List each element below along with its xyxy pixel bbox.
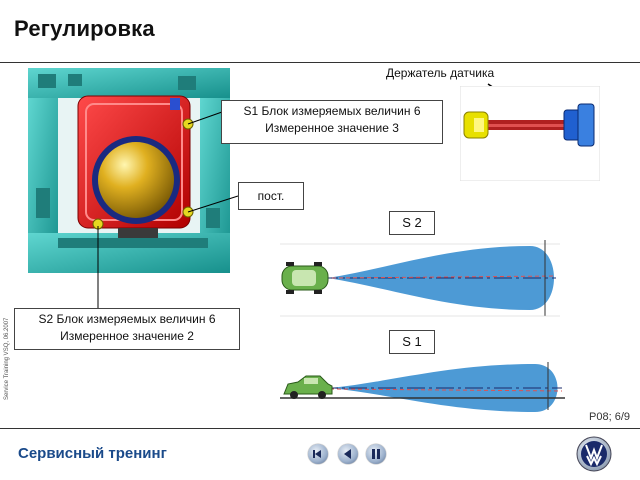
footer-title: Сервисный тренинг <box>18 445 167 462</box>
title-divider <box>0 62 640 63</box>
sensor-holder-label: Держатель датчика <box>386 66 495 80</box>
callout-s2-line1: S2 Блок измеряемых величин 6 <box>38 312 216 326</box>
footer-divider <box>0 428 640 429</box>
sensor-holder-illustration <box>460 86 600 181</box>
callout-s2-line2: Измеренное значение 2 <box>60 329 194 343</box>
previous-icon <box>344 449 351 459</box>
callout-s1-line1: S1 Блок измеряемых величин 6 <box>243 104 421 118</box>
callout-s1-line2: Измеренное значение 3 <box>265 121 399 135</box>
beam-diagram-s2 <box>280 240 560 317</box>
back-to-start-button[interactable] <box>308 444 328 464</box>
vw-logo <box>576 436 612 472</box>
previous-button[interactable] <box>338 444 358 464</box>
back-to-start-icon <box>313 450 321 458</box>
callout-post: пост. <box>238 182 304 210</box>
sidebar-note: Service Training VSQ, 06.2007 <box>4 317 10 400</box>
radar-sensor-illustration <box>28 68 230 273</box>
beam-diagram-s1 <box>280 362 565 412</box>
pause-button[interactable] <box>366 444 386 464</box>
pause-icon <box>372 449 380 459</box>
label-s2: S 2 <box>389 211 435 235</box>
label-s1: S 1 <box>389 330 435 354</box>
callout-s2: S2 Блок измеряемых величин 6 Измеренное … <box>14 308 240 350</box>
page-number: P08; 6/9 <box>589 411 630 423</box>
page-title: Регулировка <box>14 16 155 41</box>
callout-s1: S1 Блок измеряемых величин 6 Измеренное … <box>221 100 443 144</box>
